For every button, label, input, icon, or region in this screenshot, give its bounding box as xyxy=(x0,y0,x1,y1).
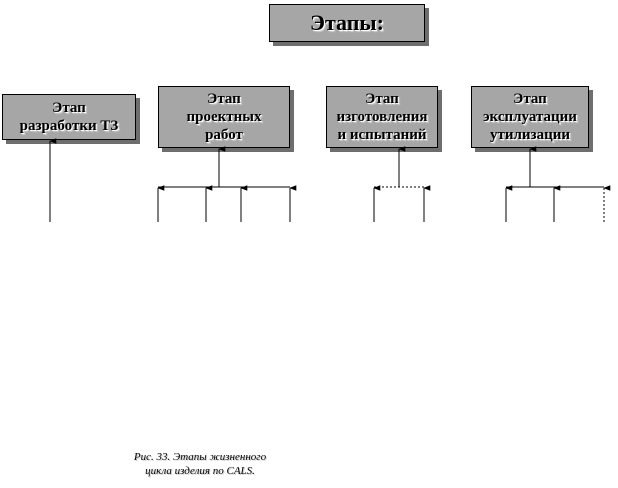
figure-caption: Рис. 33. Этапы жизненного цикла изделия … xyxy=(90,450,310,479)
stage-label-line: Этап xyxy=(365,91,399,107)
stages-title: Этапы: xyxy=(310,9,384,35)
stage-label-line: разработки ТЗ xyxy=(19,118,119,134)
caption-line-1: Рис. 33. Этапы жизненного xyxy=(133,451,267,463)
stages-title-box: Этапы: xyxy=(269,4,425,42)
stage-label-line: Этап xyxy=(513,91,547,107)
stage-label-line: эксплуатации xyxy=(483,109,577,125)
stage-label-line: изготовления xyxy=(336,109,428,125)
stage-label-line: Этап xyxy=(207,91,241,107)
stage-label-line: проектных xyxy=(186,109,262,125)
stage-box-manufacturing: Этап изготовления и испытаний xyxy=(326,86,438,148)
caption-line-2: цикла изделия по CALS. xyxy=(145,465,255,478)
stage-box-operation: Этап эксплуатации утилизации xyxy=(471,86,589,148)
stage-box-design: Этап проектных работ xyxy=(158,86,290,148)
stage-label-line: работ xyxy=(205,127,243,143)
stage-label-line: Этап xyxy=(52,100,86,116)
stage-label-line: утилизации xyxy=(489,127,571,143)
stage-label-line: и испытаний xyxy=(337,127,427,143)
stage-box-tz: Этап разработки ТЗ xyxy=(2,94,136,140)
